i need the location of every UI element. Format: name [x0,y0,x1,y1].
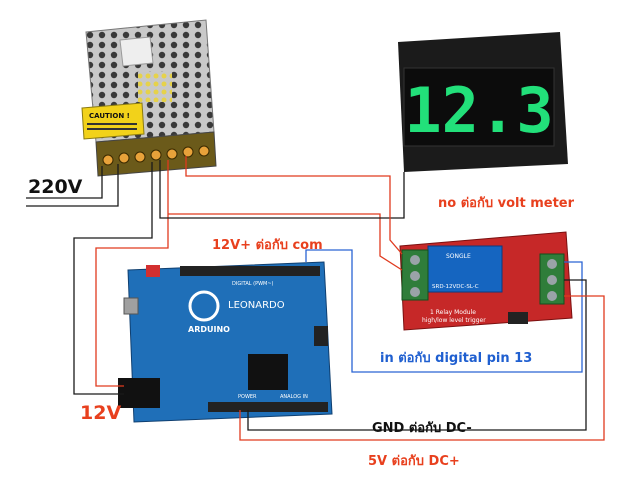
arduino-brand: ARDUINO [188,325,230,334]
label-pin13: in ต่อกับ digital pin 13 [380,351,533,366]
arduino-leonardo: DIGITAL (PWM~) ARDUINO LEONARDO POWER AN… [118,261,333,423]
wire-psu-neg [73,162,153,395]
usb-port [123,297,139,315]
arduino-analog-header: ANALOG IN [280,394,308,400]
relay-model: SRD-12VDC-SL-C [432,284,479,290]
wires [26,156,605,441]
label-gnd: GND ต่อกับ DC- [372,421,472,436]
wire-pin13 [305,249,583,373]
power-jack [118,378,160,408]
relay-caption-2: high/low level trigger [422,317,486,324]
arduino-model: LEONARDO [228,300,285,311]
hex-vent [138,72,172,102]
wire-psu-pos [95,160,169,387]
wire-12v-com [168,213,403,271]
arduino-power-header: POWER [238,394,257,400]
label-5v: 5V ต่อกับ DC+ [368,454,460,469]
wire-no-voltmeter [185,156,403,255]
wire-220v-2 [26,164,119,207]
relay-caption-1: 1 Relay Module [430,309,476,316]
arduino-digital-header: DIGITAL (PWM~) [232,281,274,287]
wire-220v-1 [26,166,103,199]
wire-psu-voltmeter [159,160,405,219]
caution-label [81,102,145,140]
caution-text: CAUTION ! [89,112,130,120]
label-12v-com: 12V+ ต่อกับ com [212,238,323,253]
volt-meter: 12.3 [398,32,568,172]
label-no-voltmeter: no ต่อกับ volt meter [438,196,575,211]
relay-brand: SONGLE [446,253,471,260]
mcu-chip [248,354,288,390]
relay-module: SONGLE SRD-12VDC-SL-C 1 Relay Module hig… [399,231,573,331]
label-220v: 220V [28,176,83,198]
volt-meter-reading: 12.3 [404,74,553,147]
reset-button [146,265,160,277]
wire-5v [239,295,605,441]
arduino-logo [188,290,220,322]
label-12v: 12V [80,402,122,424]
power-supply: CAUTION ! [81,19,217,177]
wire-gnd [247,279,587,431]
